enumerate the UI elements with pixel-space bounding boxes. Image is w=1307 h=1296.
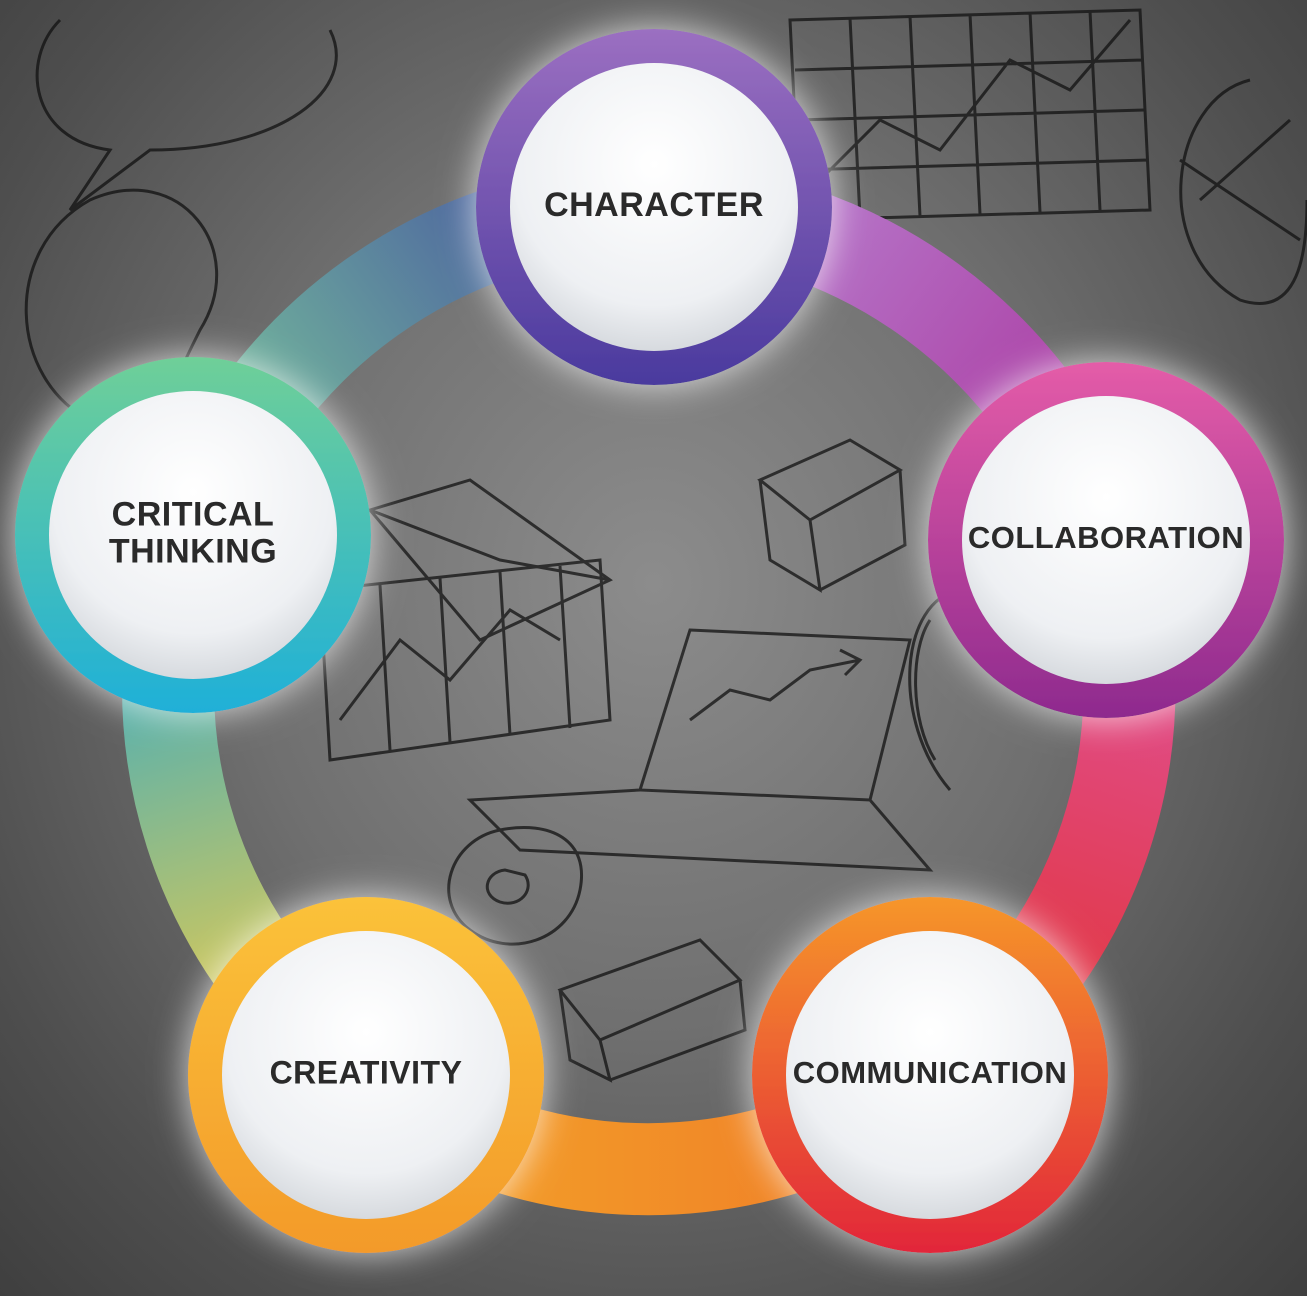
- gear-sketch: [447, 826, 583, 946]
- laptop-sketch: [466, 628, 934, 872]
- chart-grid-sketch: [788, 8, 1152, 222]
- node-label-communication: COMMUNICATION: [793, 1055, 1068, 1090]
- skill-nodes: CHARACTER COLLABORATION COMMUNICATION CREAT…: [15, 29, 1284, 1253]
- chart-bars-sketch: [318, 558, 612, 762]
- node-face-communication: [786, 931, 1074, 1219]
- node-collaboration: COLLABORATION: [928, 362, 1284, 718]
- cube-sketch: [757, 438, 907, 593]
- node-face-character: [510, 63, 798, 351]
- node-label-critical-thinking-line-1: CRITICAL: [112, 495, 275, 533]
- speech-bubble-sketch: [35, 18, 338, 212]
- compass-sketch: [1179, 78, 1307, 305]
- node-face-creativity: [222, 931, 510, 1219]
- node-label-character: CHARACTER: [544, 186, 764, 224]
- node-face-collaboration: [962, 396, 1250, 684]
- node-face-critical-thinking: [49, 391, 337, 679]
- node-label-critical-thinking-line-2: THINKING: [109, 533, 277, 571]
- box-sketch: [557, 938, 747, 1083]
- node-communication: COMMUNICATION: [752, 897, 1108, 1253]
- envelope-sketch: [367, 478, 613, 642]
- node-creativity: CREATIVITY: [188, 897, 544, 1253]
- background-sketches: [24, 8, 1307, 1083]
- node-label-creativity: CREATIVITY: [270, 1054, 463, 1090]
- node-label-collaboration: COLLABORATION: [968, 520, 1244, 555]
- node-character: CHARACTER: [476, 29, 832, 385]
